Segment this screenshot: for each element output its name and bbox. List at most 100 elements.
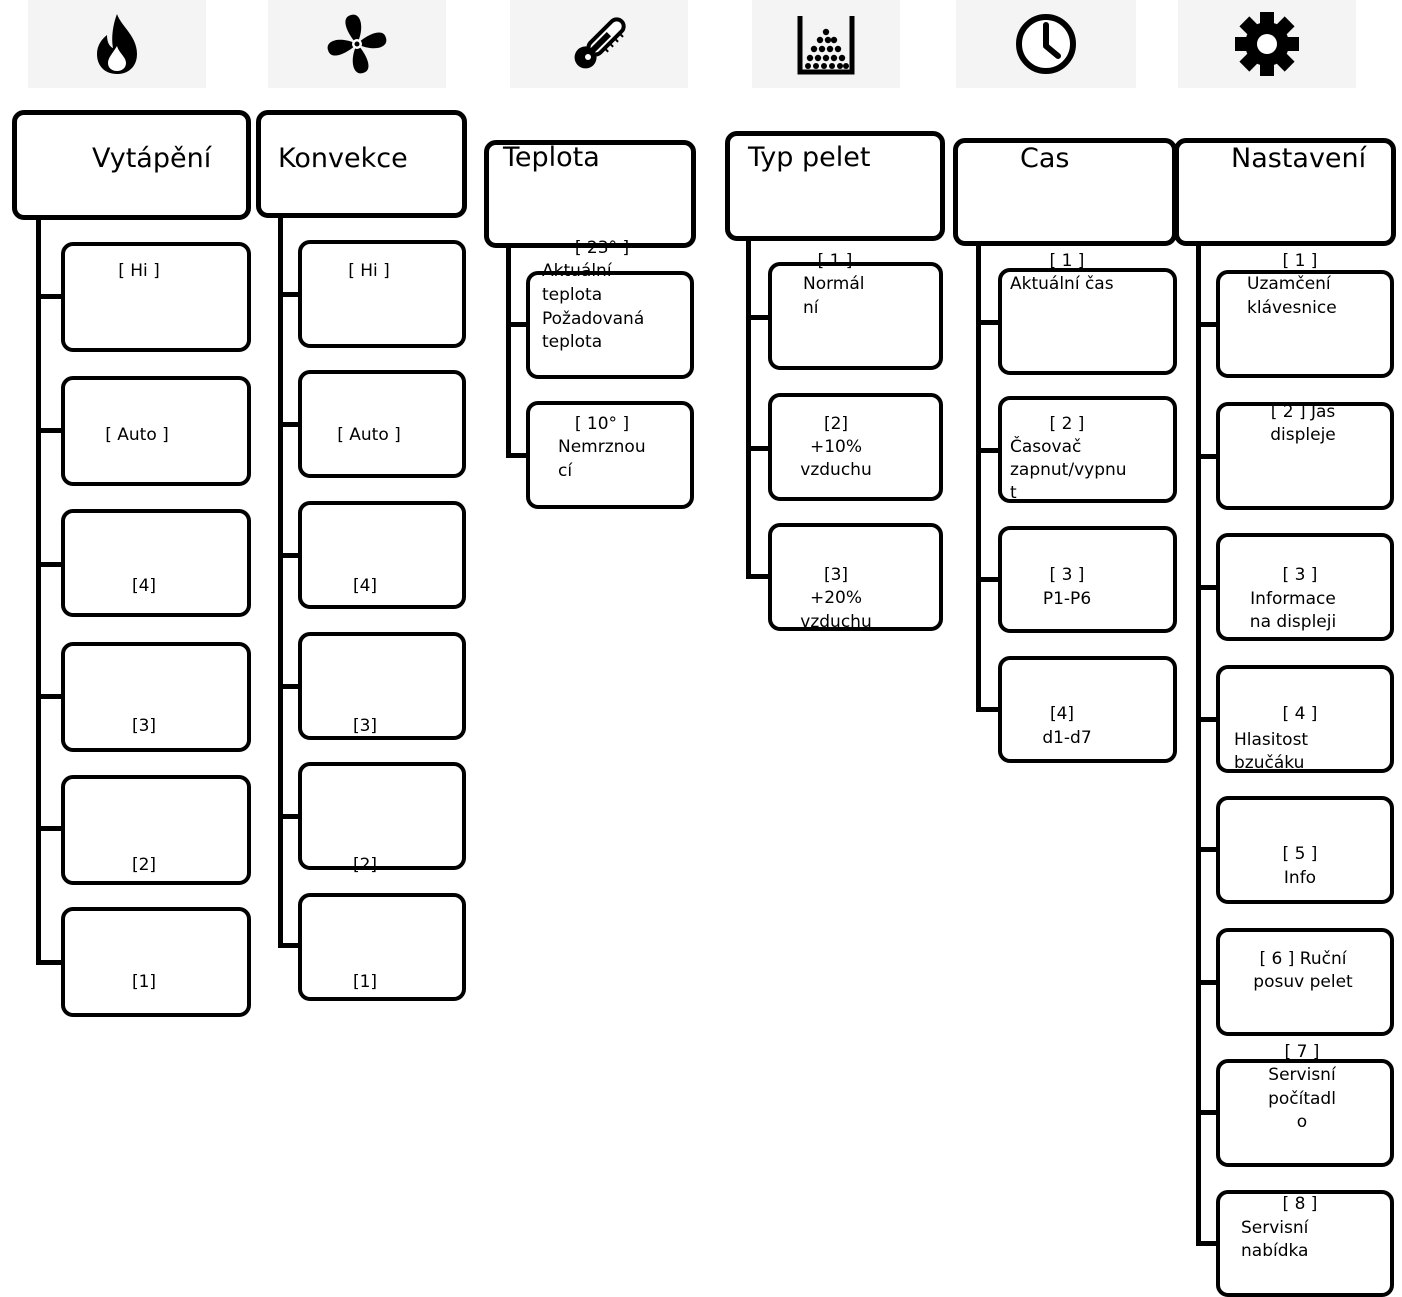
item-line: P1-P6	[1042, 589, 1092, 609]
tree-branch	[976, 577, 1002, 582]
menu-item-cas-4[interactable]	[998, 656, 1177, 763]
menu-item-konvekce-1[interactable]	[298, 893, 466, 1001]
tree-branch	[36, 960, 64, 965]
item-line: Časovač	[1010, 437, 1082, 457]
item-label: [1]	[131, 972, 157, 992]
tree-branch	[278, 943, 302, 948]
tree-branch	[1196, 847, 1220, 852]
tree-branch	[278, 553, 302, 558]
item-line: vzduchu	[800, 460, 872, 480]
header-vytapeni[interactable]: Vytápění	[12, 110, 251, 220]
item-label: [ Auto ]	[337, 425, 401, 445]
tree-branch	[976, 707, 1002, 712]
menu-item-nastaveni-6[interactable]	[1216, 928, 1394, 1036]
tree-branch	[1196, 585, 1220, 590]
item-line: bzučáku	[1234, 753, 1305, 773]
menu-item-nastaveni-1[interactable]	[1216, 270, 1394, 378]
item-line: t	[1010, 483, 1017, 503]
header-nastaveni[interactable]: Nastavení	[1174, 138, 1396, 246]
tree-line	[746, 240, 751, 579]
menu-item-cas-3[interactable]	[998, 526, 1177, 633]
menu-item-vytapeni-3[interactable]	[61, 642, 251, 752]
menu-item-pelet-2[interactable]	[768, 393, 943, 501]
item-line: nabídka	[1241, 1241, 1309, 1261]
tree-branch	[36, 826, 64, 831]
menu-item-pelet-1[interactable]	[768, 262, 943, 370]
item-line: Servisní	[1268, 1065, 1336, 1085]
item-label: [3]	[823, 565, 849, 585]
menu-item-konvekce-2[interactable]	[298, 762, 466, 870]
header-title: Cas	[1020, 143, 1070, 174]
menu-item-konvekce-hi[interactable]	[298, 240, 466, 348]
menu-item-teplota-10[interactable]	[526, 401, 694, 509]
header-typ-pelet[interactable]: Typ pelet	[725, 131, 945, 241]
item-label: [2]	[131, 855, 157, 875]
tree-branch	[278, 422, 302, 427]
tree-branch	[278, 684, 302, 689]
item-line: ní	[803, 298, 819, 318]
tree-branch	[506, 322, 530, 327]
menu-item-nastaveni-3[interactable]	[1216, 533, 1394, 641]
item-line: Informace	[1250, 589, 1336, 609]
item-line: Požadovaná	[542, 309, 645, 329]
thermometer-icon	[510, 0, 688, 88]
menu-item-cas-2[interactable]	[998, 396, 1177, 503]
tree-branch	[1196, 322, 1220, 327]
tree-branch	[746, 315, 772, 320]
item-line: teplota	[542, 285, 603, 305]
item-line: Info	[1283, 868, 1317, 888]
item-line: Uzamčení	[1247, 274, 1331, 294]
header-teplota[interactable]: Teplota	[484, 140, 696, 248]
menu-item-nastaveni-7[interactable]	[1216, 1059, 1394, 1167]
header-cas[interactable]: Cas	[953, 138, 1177, 246]
item-line: posuv pelet	[1253, 972, 1353, 992]
item-label: [2]	[352, 855, 378, 875]
tree-branch	[1196, 1241, 1220, 1246]
menu-item-nastaveni-8[interactable]	[1216, 1190, 1394, 1297]
menu-item-konvekce-4[interactable]	[298, 501, 466, 609]
header-title: Teplota	[503, 142, 600, 173]
item-line: +20%	[809, 588, 863, 608]
tree-branch	[976, 320, 1002, 325]
menu-item-konvekce-auto[interactable]	[298, 370, 466, 478]
tree-line	[1196, 244, 1201, 1246]
item-label: [ 8 ]	[1282, 1194, 1318, 1214]
menu-item-vytapeni-2[interactable]	[61, 775, 251, 885]
item-line: Servisní	[1241, 1218, 1309, 1238]
item-label: [ 23° ]	[574, 238, 630, 258]
menu-item-vytapeni-hi[interactable]	[61, 242, 251, 352]
tree-branch	[36, 428, 64, 433]
tree-branch	[278, 814, 302, 819]
tree-branch	[1196, 717, 1220, 722]
tree-branch	[36, 694, 64, 699]
menu-item-nastaveni-4[interactable]	[1216, 665, 1394, 773]
menu-item-konvekce-3[interactable]	[298, 632, 466, 740]
item-label: [1]	[352, 972, 378, 992]
item-line: +10%	[809, 437, 863, 457]
menu-item-vytapeni-auto[interactable]	[61, 376, 251, 486]
menu-item-vytapeni-1[interactable]	[61, 907, 251, 1017]
gear-icon	[1178, 0, 1356, 88]
header-title: Typ pelet	[748, 142, 871, 173]
menu-item-cas-1[interactable]	[998, 268, 1177, 375]
header-konvekce[interactable]: Konvekce	[256, 110, 467, 218]
item-line: vzduchu	[800, 612, 872, 632]
tree-line	[278, 215, 283, 948]
item-label: [ Hi ]	[118, 261, 160, 281]
menu-item-pelet-3[interactable]	[768, 523, 943, 631]
item-label: [ 3 ]	[1282, 565, 1318, 585]
item-line: počítadl	[1268, 1089, 1336, 1109]
header-title: Nastavení	[1231, 143, 1367, 174]
fan-icon	[268, 0, 446, 88]
tree-line	[506, 246, 511, 458]
menu-item-vytapeni-4[interactable]	[61, 509, 251, 617]
menu-item-nastaveni-2[interactable]	[1216, 402, 1394, 510]
menu-item-nastaveni-5[interactable]	[1216, 796, 1394, 904]
menu-item-teplota-23[interactable]	[526, 271, 694, 379]
tree-branch	[1196, 1110, 1220, 1115]
item-label: [ Auto ]	[105, 425, 169, 445]
tree-branch	[1196, 454, 1220, 459]
clock-icon	[956, 0, 1136, 88]
pellets-icon	[752, 0, 900, 88]
item-line: klávesnice	[1247, 298, 1337, 318]
